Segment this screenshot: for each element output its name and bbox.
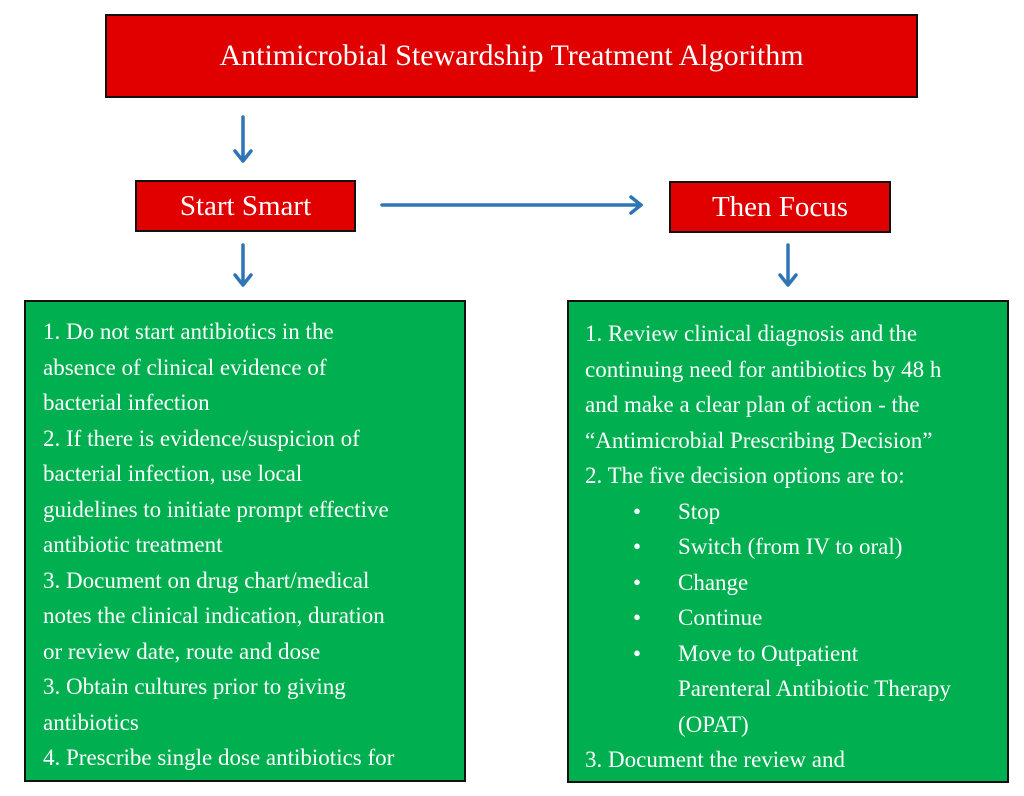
- decision-option-item: • Change: [585, 565, 1001, 601]
- bullet-icon: •: [633, 569, 642, 595]
- start-smart-line: 4. Prescribe single dose antibiotics for: [43, 745, 395, 770]
- then-focus-label: Then Focus: [711, 190, 849, 223]
- start-smart-panel: 1. Do not start antibiotics in the absen…: [24, 300, 466, 782]
- start-smart-line: antibiotic treatment: [43, 532, 223, 557]
- start-smart-line: notes the clinical indication, duration: [43, 603, 385, 628]
- then-focus-line: and make a clear plan of action - the: [585, 392, 920, 417]
- bullet-icon: •: [633, 534, 642, 559]
- decision-option-continuation-label: (OPAT): [678, 711, 749, 737]
- decision-option-label: Stop: [678, 498, 721, 524]
- decision-option-item: • Stop: [585, 494, 1001, 530]
- then-focus-line: continuing need for antibiotics by 48 h: [585, 356, 942, 382]
- decision-option-item: • Continue: [585, 600, 1001, 636]
- decision-option-continuation-label: Parenteral Antibiotic Therapy: [678, 676, 951, 701]
- bullet-icon: •: [633, 605, 642, 630]
- start-smart-line: guidelines to initiate prompt effective: [43, 496, 389, 522]
- arrow-title-to-start-icon: [233, 115, 253, 163]
- arrow-start-to-focus-icon: [380, 195, 643, 215]
- start-smart-line: absence of clinical evidence of: [43, 354, 327, 380]
- arrow-start-down-icon: [233, 243, 253, 287]
- start-smart-line: bacterial infection: [43, 390, 210, 415]
- start-smart-line: 1. Do not start antibiotics in the: [43, 319, 334, 344]
- then-focus-line: 3. Document the review and: [585, 747, 845, 772]
- start-smart-label: Start Smart: [179, 189, 312, 222]
- bullet-icon: •: [633, 640, 642, 666]
- start-smart-line: 3. Obtain cultures prior to giving: [43, 674, 346, 699]
- start-smart-line: antibiotics: [43, 709, 139, 735]
- decision-option-label: Switch (from IV to oral): [678, 534, 903, 559]
- diagram-title: Antimicrobial Stewardship Treatment Algo…: [219, 39, 804, 72]
- decision-option-label: Move to Outpatient: [678, 640, 859, 666]
- decision-option-label: Continue: [678, 605, 763, 630]
- then-focus-box: Then Focus: [669, 181, 891, 233]
- start-smart-line: or review date, route and dose: [43, 638, 321, 664]
- decision-option-item: • Move to Outpatient: [585, 636, 1001, 672]
- then-focus-line: 2. The five decision options are to:: [585, 463, 905, 488]
- start-smart-line: bacterial infection, use local: [43, 461, 303, 486]
- start-smart-box: Start Smart: [135, 180, 356, 232]
- start-smart-line: 3. Document on drug chart/medical: [43, 567, 370, 593]
- decision-option-item: • Switch (from IV to oral): [585, 529, 1001, 565]
- then-focus-line: 1. Review clinical diagnosis and the: [585, 321, 918, 346]
- decision-option-label: Change: [678, 569, 749, 595]
- bullet-icon: •: [633, 498, 642, 524]
- title-box: Antimicrobial Stewardship Treatment Algo…: [105, 14, 918, 98]
- then-focus-panel: 1. Review clinical diagnosis and the con…: [567, 300, 1009, 783]
- decision-option-continuation: (OPAT): [585, 707, 1001, 743]
- arrow-focus-down-icon: [778, 243, 798, 287]
- start-smart-line: 2. If there is evidence/suspicion of: [43, 425, 360, 451]
- then-focus-line: “Antimicrobial Prescribing Decision”: [585, 427, 933, 453]
- decision-option-continuation: Parenteral Antibiotic Therapy: [585, 671, 1001, 707]
